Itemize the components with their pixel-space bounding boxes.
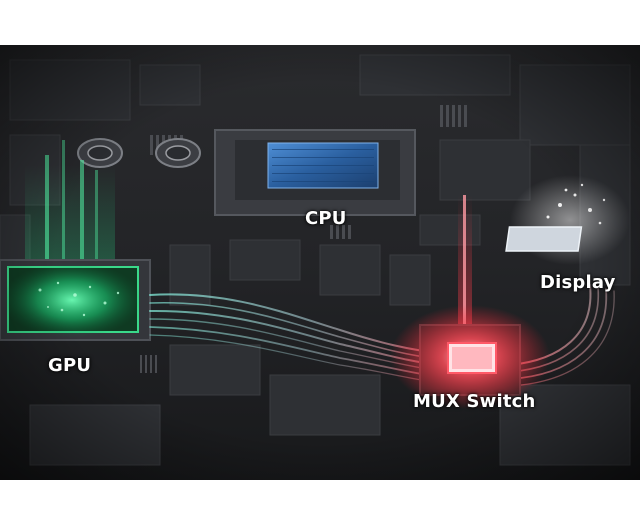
motherboard-illustration: [0, 45, 640, 480]
diagram-frame: CPU GPU Display MUX Switch: [0, 45, 640, 480]
gpu-label: GPU: [48, 355, 92, 376]
mux-switch-label: MUX Switch: [413, 391, 536, 412]
cpu-label: CPU: [305, 208, 347, 229]
display-label: Display: [540, 272, 616, 293]
